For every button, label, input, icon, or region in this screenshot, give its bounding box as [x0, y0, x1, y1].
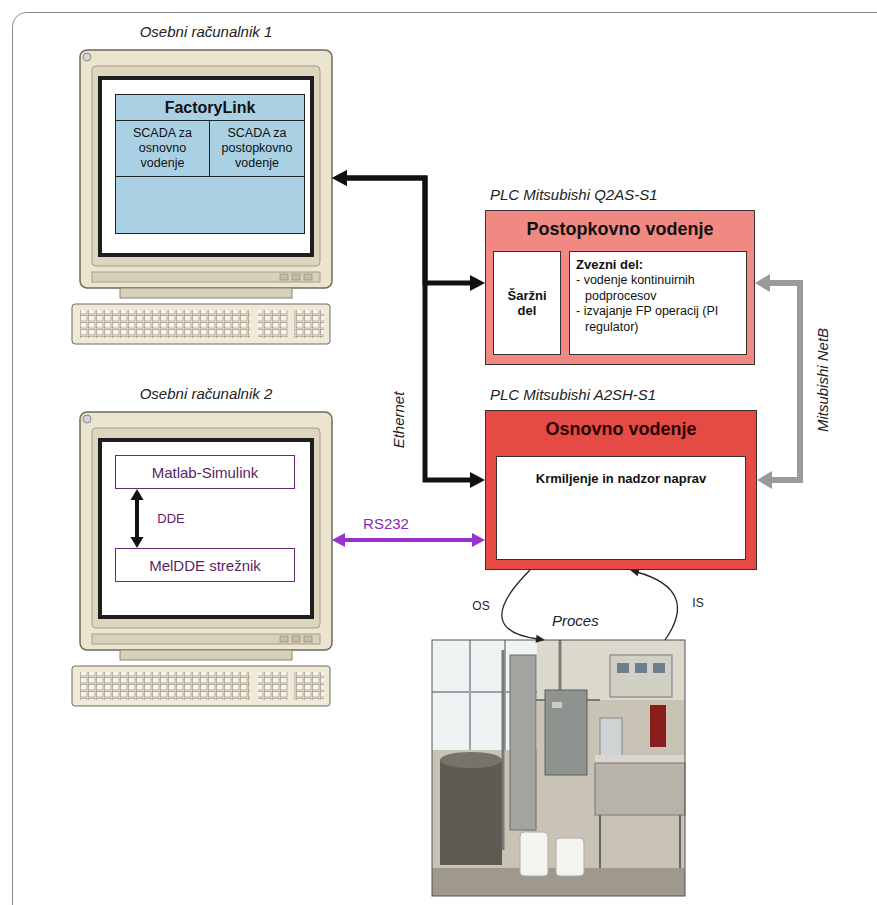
frame-border: [13, 13, 877, 905]
connector: [131, 489, 144, 548]
process-photo: [432, 640, 685, 896]
small-vessel: [600, 718, 622, 758]
node-text: Postopkovno vodenje: [486, 211, 754, 240]
connector-label: IS: [692, 596, 703, 610]
software-box: Matlab-Simulink: [115, 455, 295, 489]
photo-border: [432, 640, 685, 896]
node-text: PLC Mitsubishi Q2AS-S1: [490, 186, 658, 203]
node-text: Osebni računalnik 1: [60, 23, 352, 40]
control-panel: [610, 655, 672, 697]
connector-label: DDE: [157, 511, 184, 526]
bench-leg: [679, 815, 681, 868]
arrowhead: [332, 533, 345, 547]
plc-box: PLC Mitsubishi Q2AS-S1Postopkovno vodenj…: [485, 210, 755, 365]
connector-line: [344, 178, 473, 480]
canister: [556, 838, 584, 876]
node-text: MelDDE strežnik: [149, 557, 261, 574]
arrowhead: [472, 533, 485, 547]
scada-box: SCADA za osnovno vodenje: [115, 120, 210, 177]
connector-line: [767, 283, 800, 480]
red-cylinder: [650, 705, 666, 747]
node-text: Šaržni del: [497, 288, 557, 318]
node-text: PLC Mitsubishi A2SH-S1: [490, 386, 656, 403]
arrowhead: [131, 489, 144, 500]
connector-label: OS: [472, 599, 489, 613]
node-text: SCADA za postopkovno vodenje: [212, 126, 302, 171]
software-box: FactoryLinkSCADA za osnovno vodenjeSCADA…: [115, 94, 305, 234]
connector-line: [502, 570, 538, 639]
plc-box: PLC Mitsubishi A2SH-S1Osnovno vodenjeKrm…: [485, 410, 757, 570]
bench-leg: [599, 815, 601, 868]
arrowhead: [755, 274, 770, 292]
process-photo-node: Proces: [432, 640, 685, 896]
tank: [440, 760, 502, 865]
connector: [332, 533, 485, 547]
software-box: MelDDE strežnik: [115, 548, 295, 582]
connector-line: [637, 572, 678, 640]
arrowhead: [131, 537, 144, 548]
bench-top: [595, 755, 685, 763]
connector-label: Ethernet: [390, 392, 407, 449]
panel-display: [653, 663, 665, 673]
connector-label: Mitsubishi NetB: [814, 328, 831, 432]
connector: [332, 170, 485, 291]
connector-label: RS232: [363, 515, 409, 532]
node-text: SCADA za osnovno vodenje: [118, 126, 207, 171]
computer-monitor: Osebni računalnik 1FactoryLinkSCADA za o…: [80, 50, 332, 288]
scada-box: SCADA za postopkovno vodenje: [209, 120, 305, 177]
photo-ground: [432, 640, 685, 896]
arrowhead: [332, 170, 347, 186]
arrowhead: [332, 170, 347, 186]
panel-display: [635, 663, 647, 673]
computer-illustration: [72, 412, 332, 706]
connector: [755, 274, 800, 489]
connector: [630, 569, 677, 640]
function-box: Zvezni del:- vodenje kontinuirnih podpro…: [569, 251, 747, 355]
computer-illustration: [72, 50, 332, 344]
connector: [502, 570, 545, 643]
connector-line: [342, 538, 474, 542]
bench: [595, 763, 685, 815]
function-box: Šaržni del: [493, 251, 561, 355]
node-text: Osnovno vodenje: [486, 411, 756, 440]
node-text: Proces: [552, 612, 599, 629]
node-text: - izvajanje FP operacij (PI regulator): [576, 304, 740, 335]
node-text: FactoryLink: [116, 95, 304, 120]
node-text: Matlab-Simulink: [152, 464, 259, 481]
tank-lid: [440, 752, 502, 768]
node-text: Osebni računalnik 2: [60, 385, 352, 402]
arrowhead: [536, 635, 545, 643]
arrowhead: [470, 472, 485, 488]
arrowhead: [757, 471, 772, 489]
function-box: Krmiljenje in nadzor naprav: [496, 456, 746, 560]
node-text: - vodenje kontinuirnih podprocesov: [576, 273, 740, 304]
node-text: Zvezni del:: [576, 257, 740, 272]
cabinet: [545, 690, 587, 775]
node-text: Krmiljenje in nadzor naprav: [497, 471, 745, 486]
connector-line: [135, 498, 139, 539]
column: [510, 655, 536, 830]
cabinet-label: [552, 702, 562, 708]
connector: [332, 170, 485, 488]
canister: [520, 832, 548, 876]
connector-line: [344, 178, 473, 283]
panel-display: [617, 663, 629, 673]
window-frame: [469, 640, 471, 750]
arrowhead: [470, 275, 485, 291]
computer-monitor: Osebni računalnik 2Matlab-SimulinkMelDDE…: [80, 412, 332, 650]
